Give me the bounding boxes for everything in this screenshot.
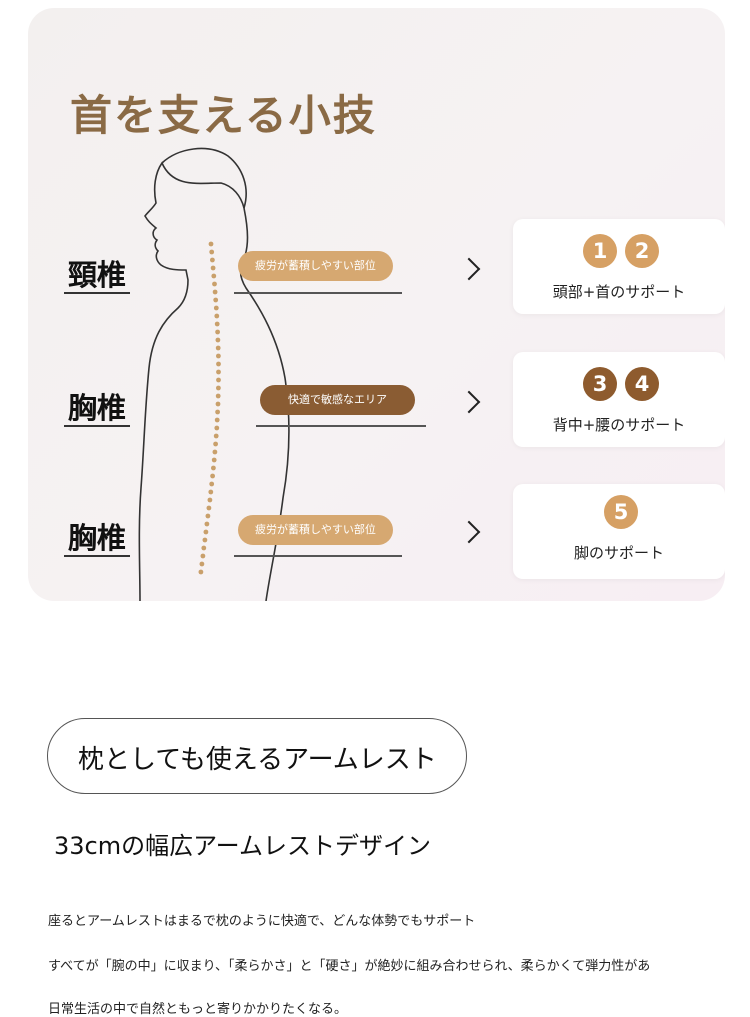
spine-dot bbox=[213, 433, 219, 439]
spine-dot bbox=[214, 313, 220, 319]
spine-dot bbox=[215, 345, 221, 351]
spine-dot bbox=[215, 401, 221, 407]
spine-dot bbox=[205, 513, 211, 519]
spine-dot bbox=[216, 385, 221, 391]
spine-dot bbox=[213, 441, 219, 447]
neck-support-panel: 首を支える小技 頸椎 疲労が蓄積しやすい部位 胸椎 快適で敏感なエリア 胸椎 疲… bbox=[28, 8, 725, 601]
spine-dot bbox=[216, 377, 221, 383]
spine-dot bbox=[212, 289, 218, 295]
spine-dot bbox=[216, 353, 221, 359]
tag-pill: 疲労が蓄積しやすい部位 bbox=[238, 515, 393, 545]
tag-pill: 快適で敏感なエリア bbox=[260, 385, 415, 415]
section-label: 胸椎 bbox=[68, 391, 127, 425]
spine-dot bbox=[208, 241, 214, 247]
head-outline bbox=[161, 147, 247, 209]
spine-dot bbox=[212, 281, 217, 287]
spine-dot bbox=[213, 297, 219, 303]
number-badge: 3 bbox=[583, 367, 617, 401]
feature-pill-label: 枕としても使えるアームレスト bbox=[78, 745, 437, 775]
spine-dot bbox=[211, 465, 216, 471]
spine-dot bbox=[202, 537, 208, 543]
tag-pill: 疲労が蓄積しやすい部位 bbox=[238, 251, 393, 281]
spine-dot bbox=[207, 497, 213, 503]
spine-dot bbox=[210, 265, 216, 271]
spine-dot bbox=[199, 561, 205, 567]
spine-dot bbox=[214, 321, 220, 327]
section-label: 頸椎 bbox=[68, 258, 127, 292]
spine-dot bbox=[215, 329, 221, 335]
section-label: 胸椎 bbox=[68, 521, 127, 555]
spine-dot bbox=[215, 393, 221, 399]
number-badge: 4 bbox=[625, 367, 659, 401]
human-silhouette-icon bbox=[138, 147, 290, 601]
description-line: 座るとアームレストはまるで枕のように快適で、どんな体勢でもサポート bbox=[48, 914, 476, 929]
number-badge: 5 bbox=[604, 495, 638, 529]
spine-dot bbox=[209, 249, 215, 255]
spine-dot bbox=[213, 305, 219, 311]
spine-dot bbox=[200, 553, 206, 559]
spine-dot bbox=[208, 489, 214, 495]
spine-dot bbox=[215, 337, 221, 343]
spine-dot bbox=[201, 545, 207, 551]
feature-pill: 枕としても使えるアームレスト bbox=[47, 718, 467, 794]
spine-dot bbox=[209, 481, 215, 487]
body-outline bbox=[138, 161, 290, 601]
panel-title: 首を支える小技 bbox=[70, 91, 377, 140]
spine-dot bbox=[216, 361, 221, 367]
number-badge: 2 bbox=[625, 234, 659, 268]
spine-dot bbox=[211, 457, 217, 463]
tag-underline bbox=[234, 292, 402, 294]
description-line: 日常生活の中で自然ともっと寄りかかりたくなる。 bbox=[48, 1002, 348, 1017]
spine-dots-icon bbox=[198, 241, 221, 575]
section-underline bbox=[64, 292, 130, 294]
spine-dot bbox=[211, 273, 217, 279]
support-card-head-neck: 1 2 頭部+首のサポート bbox=[513, 219, 725, 314]
card-caption: 頭部+首のサポート bbox=[552, 283, 686, 301]
tag-underline bbox=[256, 425, 426, 427]
section-underline bbox=[64, 425, 130, 427]
spine-dot bbox=[210, 473, 216, 479]
description-line: すべてが「腕の中」に収まり、「柔らかさ」と「硬さ」が絶妙に組み合わせられ、柔らか… bbox=[48, 959, 651, 974]
spine-dot bbox=[198, 569, 204, 575]
card-caption: 背中+腰のサポート bbox=[552, 416, 686, 434]
spine-dot bbox=[214, 425, 220, 431]
card-caption: 脚のサポート bbox=[573, 544, 664, 562]
spine-dot bbox=[216, 369, 221, 375]
spine-dot bbox=[212, 449, 218, 455]
spine-dot bbox=[203, 529, 209, 535]
spine-dot bbox=[206, 505, 212, 511]
spine-dot bbox=[215, 409, 221, 415]
tag-underline bbox=[234, 555, 402, 557]
support-card-back-waist: 3 4 背中+腰のサポート bbox=[513, 352, 725, 447]
number-badge: 1 bbox=[583, 234, 617, 268]
spine-dot bbox=[214, 417, 220, 423]
spine-dot bbox=[210, 257, 215, 263]
spine-dot bbox=[204, 521, 210, 527]
support-card-legs: 5 脚のサポート bbox=[513, 484, 725, 579]
feature-sub-heading: 33cmの幅広アームレストデザイン bbox=[54, 832, 431, 860]
section-underline bbox=[64, 555, 130, 557]
